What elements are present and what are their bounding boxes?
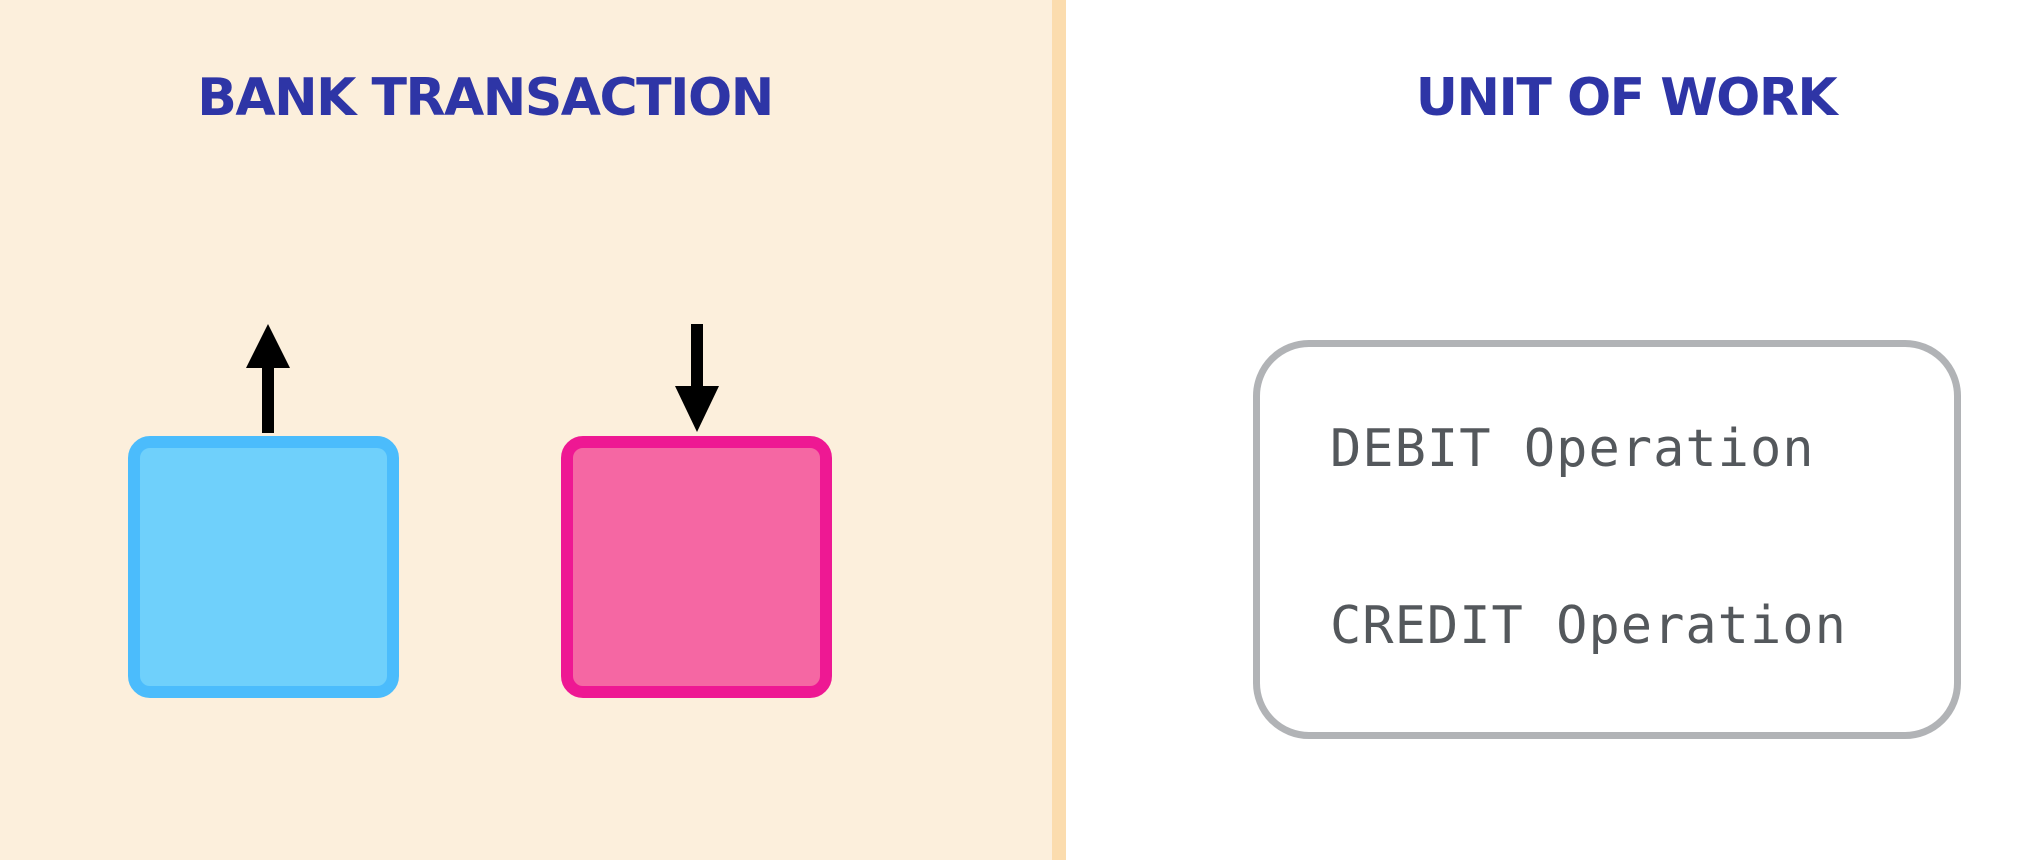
left-panel-title: BANK TRANSACTION	[197, 68, 774, 128]
credit-operation-label: CREDIT Operation	[1330, 596, 1847, 656]
left-panel: BANK TRANSACTION	[0, 0, 1052, 860]
panel-divider	[1052, 0, 1066, 860]
credit-block	[561, 436, 832, 698]
arrow-up-icon	[246, 324, 290, 433]
debit-operation-label: DEBIT Operation	[1330, 419, 1815, 479]
right-panel-title: UNIT OF WORK	[1415, 68, 1838, 128]
debit-block	[128, 436, 399, 698]
unit-of-work-box: DEBIT Operation CREDIT Operation	[1253, 340, 1961, 739]
arrow-down-icon	[675, 324, 719, 432]
